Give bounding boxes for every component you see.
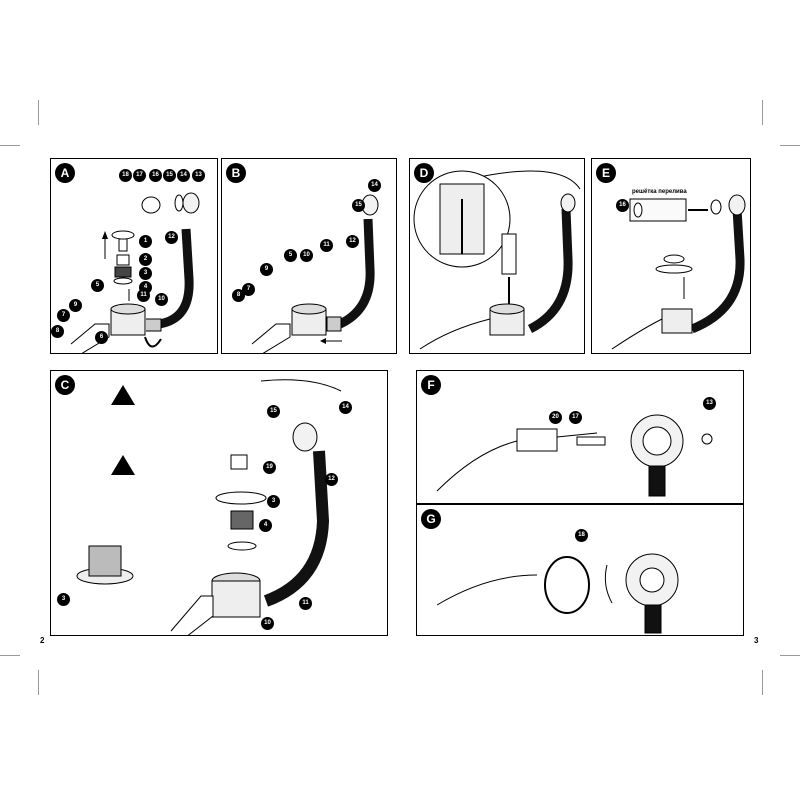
callout-number: 14 (177, 169, 190, 182)
callout-number: 17 (133, 169, 146, 182)
callout-number: 12 (325, 473, 338, 486)
panel-e: E решётка перелива 16 (591, 158, 751, 354)
callout-number: 16 (149, 169, 162, 182)
callout-number: 19 (263, 461, 276, 474)
panel-g-drawing (436, 553, 679, 634)
panel-e-drawing (611, 194, 746, 350)
callout-number: 9 (260, 263, 273, 276)
callout-number: 5 (91, 279, 104, 292)
panel-c: C 15 14 19 12 3 4 3 11 10 (50, 370, 388, 636)
panel-label: C (55, 375, 75, 395)
callout-number: 13 (703, 397, 716, 410)
crop-mark (38, 670, 39, 695)
callout-number: 15 (267, 405, 280, 418)
callout-number: 8 (232, 289, 245, 302)
crop-mark (780, 145, 800, 146)
callout-number: 18 (575, 529, 588, 542)
panel-label: A (55, 163, 75, 183)
panel-label: G (421, 509, 441, 529)
panel-label: F (421, 375, 441, 395)
callout-number: 4 (259, 519, 272, 532)
callout-number: 17 (569, 411, 582, 424)
panel-b-drawing (251, 194, 379, 353)
panel-d-drawing (413, 170, 581, 350)
panel-f-drawing (436, 414, 713, 497)
callout-number: 12 (346, 235, 359, 248)
crop-mark (762, 100, 763, 125)
panel-label: B (226, 163, 246, 183)
callout-number: 8 (51, 325, 64, 338)
callout-number: 15 (352, 199, 365, 212)
overflow-grille-label: решётка перелива (632, 189, 687, 195)
page-number-right: 3 (754, 636, 759, 645)
panel-label: E (596, 163, 616, 183)
panel-f: F 20 17 13 (416, 370, 744, 504)
callout-number: 6 (95, 331, 108, 344)
callout-number: 14 (339, 401, 352, 414)
callout-number: 11 (299, 597, 312, 610)
callout-number: 2 (139, 253, 152, 266)
callout-number: 3 (57, 593, 70, 606)
callout-number: 15 (163, 169, 176, 182)
callout-number: 13 (192, 169, 205, 182)
crop-mark (762, 670, 763, 695)
callout-number: 7 (57, 309, 70, 322)
crop-mark (0, 655, 20, 656)
callout-number: 11 (320, 239, 333, 252)
callout-number: 10 (261, 617, 274, 630)
panel-a-drawing (70, 192, 200, 353)
panel-d: D (409, 158, 585, 354)
page-number-left: 2 (40, 636, 45, 645)
crop-mark (780, 655, 800, 656)
callout-number: 14 (368, 179, 381, 192)
warning-icon (111, 385, 135, 405)
question-icon (111, 455, 135, 475)
callout-number: 5 (284, 249, 297, 262)
callout-number: 10 (155, 293, 168, 306)
panel-g: G 18 (416, 504, 744, 636)
callout-number: 10 (300, 249, 313, 262)
callout-number: 16 (616, 199, 629, 212)
crop-mark (38, 100, 39, 125)
callout-number: 12 (165, 231, 178, 244)
callout-number: 18 (119, 169, 132, 182)
panel-c-drawing (76, 379, 342, 635)
callout-number: 7 (242, 283, 255, 296)
callout-number: 11 (137, 289, 150, 302)
callout-number: 20 (549, 411, 562, 424)
callout-number: 3 (139, 267, 152, 280)
callout-number: 3 (267, 495, 280, 508)
callout-number: 1 (139, 235, 152, 248)
panel-label: D (414, 163, 434, 183)
crop-mark (0, 145, 20, 146)
callout-number: 9 (69, 299, 82, 312)
